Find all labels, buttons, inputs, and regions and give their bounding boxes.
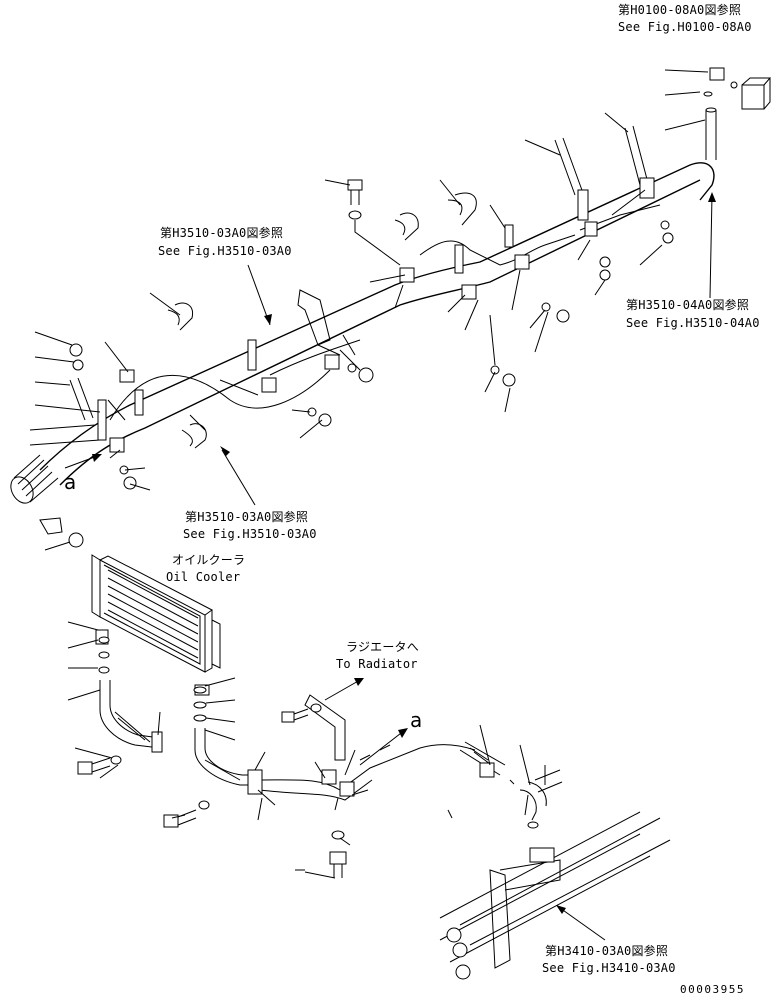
hose-segments bbox=[69, 125, 649, 449]
lower-hose-assembly bbox=[98, 636, 476, 801]
upper-tube-assembly bbox=[10, 162, 715, 504]
fasteners-upper bbox=[39, 179, 674, 548]
ref-h3510-top-en: See Fig.H3510-03A0 bbox=[158, 244, 292, 258]
ref-h3510-04-en: See Fig.H3510-04A0 bbox=[626, 316, 760, 330]
clamps-upper bbox=[97, 177, 655, 453]
connection-mark-a-lower: a bbox=[410, 708, 423, 732]
ref-h3510-mid-jp: 第H3510-03A0図参照 bbox=[185, 510, 309, 524]
frame-assembly bbox=[439, 724, 671, 980]
fasteners-lower bbox=[77, 703, 347, 878]
ref-h0100-en: See Fig.H0100-08A0 bbox=[618, 20, 752, 34]
leader-lines-lower bbox=[67, 621, 369, 879]
ref-h3510-mid-en: See Fig.H3510-03A0 bbox=[183, 527, 317, 541]
oil-cooler-en: Oil Cooler bbox=[166, 570, 241, 584]
ref-h3510-top-jp: 第H3510-03A0図参照 bbox=[160, 226, 284, 240]
drawing-number: 00003955 bbox=[680, 983, 745, 996]
leader-lines-upper bbox=[29, 112, 663, 551]
reference-arrows-lower bbox=[324, 678, 606, 941]
ref-h3410-en: See Fig.H3410-03A0 bbox=[542, 961, 676, 975]
reference-arrows bbox=[64, 192, 716, 506]
radiator-jp: ラジエータへ bbox=[346, 640, 419, 654]
ref-h3510-04-jp: 第H3510-04A0図参照 bbox=[626, 298, 750, 312]
connection-mark-a-upper: a bbox=[64, 470, 77, 494]
ref-h3410-jp: 第H3410-03A0図参照 bbox=[545, 944, 669, 958]
oil-cooler-jp: オイルクーラ bbox=[172, 553, 246, 567]
radiator-en: To Radiator bbox=[336, 657, 418, 671]
ref-h0100-jp: 第H0100-08A0図参照 bbox=[618, 3, 742, 17]
pressure-switch bbox=[664, 67, 772, 160]
